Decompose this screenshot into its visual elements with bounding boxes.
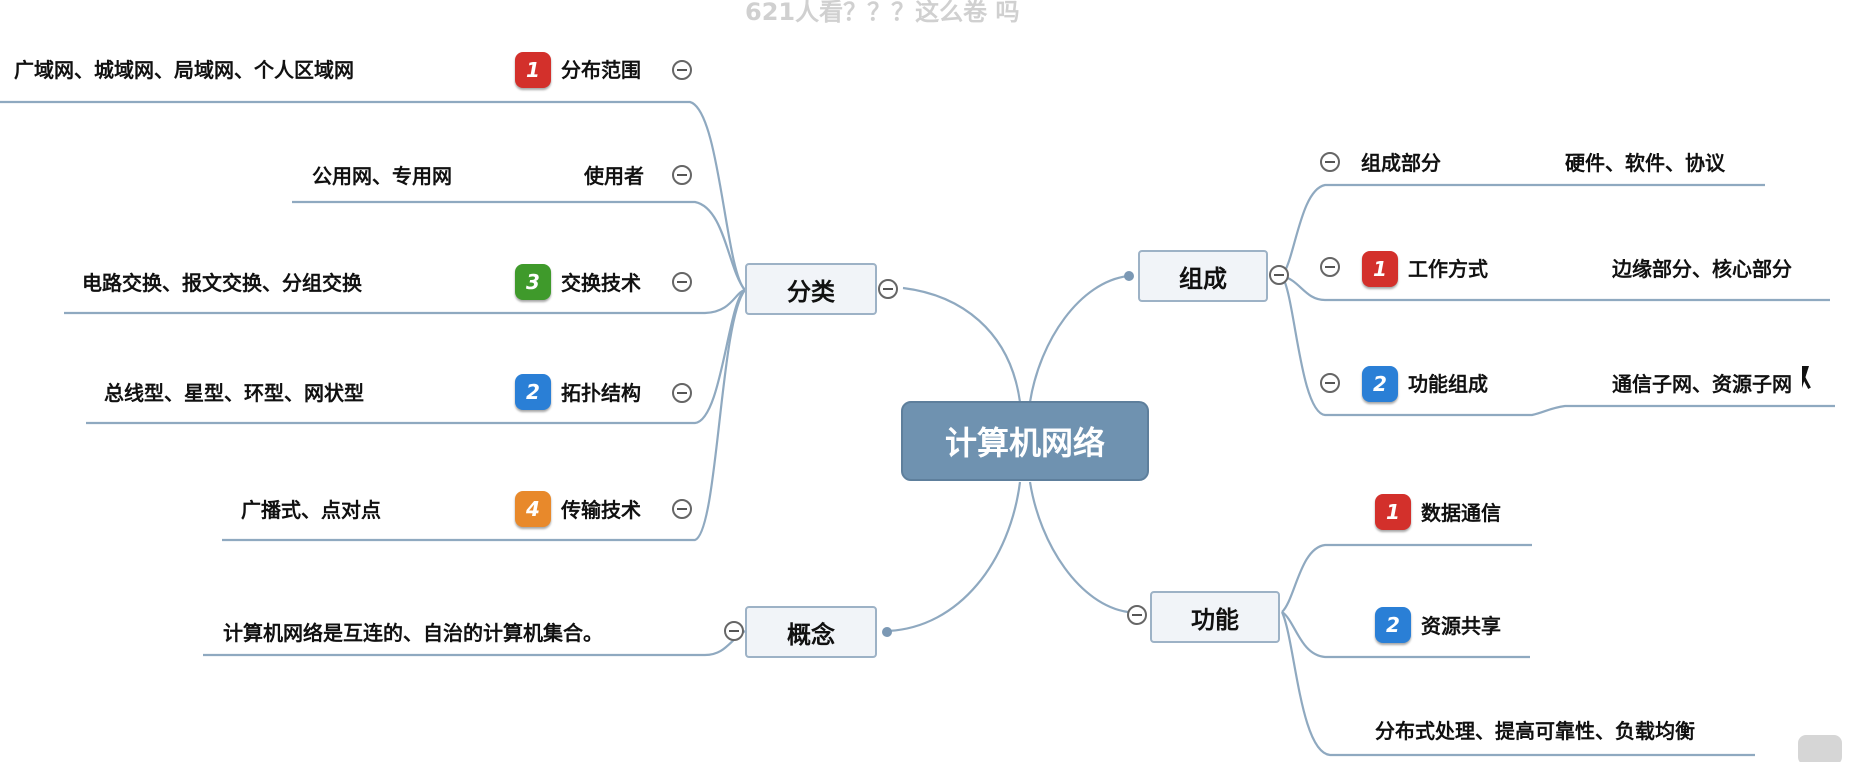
node-zucheng[interactable]: 组成 [1138,250,1268,302]
connector-fenlei-5 [222,289,746,542]
collapse-icon[interactable] [1320,373,1340,393]
collapse-icon[interactable] [1127,605,1147,625]
badge-red-icon: 1 [1362,251,1398,287]
connector-dot [1124,271,1134,281]
detail-zucheng-bufen: 硬件、软件、协议 [1565,151,1725,175]
node-fenbu-fanwei[interactable]: 分布范围 [561,58,641,82]
node-fenbushi-chuli[interactable]: 分布式处理、提高可靠性、负载均衡 [1375,719,1695,743]
connector-gongneng-3 [1281,611,1755,757]
watermark-text: 621人看？？？这么卷 吗 [745,0,1020,26]
player-overlay-icon [1798,735,1842,762]
connector-center-zucheng [1028,274,1129,403]
collapse-icon[interactable] [1269,265,1289,285]
mouse-cursor-icon [1802,366,1818,388]
badge-orange-icon: 4 [515,491,551,527]
badge-green-icon: 3 [515,264,551,300]
collapse-icon[interactable] [672,165,692,185]
badge-blue-icon: 2 [1362,366,1398,402]
connector-fenlei-1 [0,100,746,291]
node-zucheng-bufen[interactable]: 组成部分 [1361,151,1441,175]
badge-red-icon: 1 [1375,494,1411,530]
collapse-icon[interactable] [1320,257,1340,277]
collapse-icon[interactable] [672,60,692,80]
collapse-icon[interactable] [672,272,692,292]
connector-gongneng-2 [1281,611,1530,659]
detail-jiaohuan-jishu: 电路交换、报文交换、分组交换 [82,271,362,295]
connector-zucheng-3 [1281,275,1835,417]
detail-gongzuo-fangshi: 边缘部分、核心部分 [1612,257,1792,281]
detail-chuanshu-jishu: 广播式、点对点 [241,498,381,522]
node-jiaohuan-jishu[interactable]: 交换技术 [561,271,641,295]
badge-blue-icon: 2 [1375,607,1411,643]
detail-fenbu-fanwei: 广域网、城域网、局域网、个人区域网 [14,58,354,82]
center-node[interactable]: 计算机网络 [901,401,1149,481]
node-tuopu-jiegou[interactable]: 拓扑结构 [561,381,641,405]
node-chuanshu-jishu[interactable]: 传输技术 [561,498,641,522]
detail-tuopu-jiegou: 总线型、星型、环型、网状型 [104,381,364,405]
detail-shiyongzhe: 公用网、专用网 [312,164,452,188]
node-shiyongzhe[interactable]: 使用者 [584,164,644,188]
connector-dot [882,627,892,637]
node-gongneng-zucheng[interactable]: 功能组成 [1408,372,1488,396]
connector-center-fenlei [902,286,1022,403]
connector-gongneng-1 [1281,543,1532,613]
badge-blue-icon: 2 [515,374,551,410]
collapse-icon[interactable] [1320,152,1340,172]
collapse-icon[interactable] [672,383,692,403]
node-gongzuo-fangshi[interactable]: 工作方式 [1408,257,1488,281]
node-shuju-tongxin[interactable]: 数据通信 [1421,501,1501,525]
connector-center-gainian [886,481,1022,633]
connector-center-gongneng [1028,481,1129,614]
collapse-icon[interactable] [724,621,744,641]
node-ziyuan-gongxiang[interactable]: 资源共享 [1421,614,1501,638]
node-gongneng[interactable]: 功能 [1150,591,1280,643]
badge-red-icon: 1 [515,52,551,88]
collapse-icon[interactable] [878,279,898,299]
node-gainian[interactable]: 概念 [745,606,877,658]
detail-gongneng-zucheng: 通信子网、资源子网 [1612,372,1792,396]
collapse-icon[interactable] [672,499,692,519]
detail-gainian: 计算机网络是互连的、自治的计算机集合。 [223,621,603,645]
connector-fenlei-2 [292,200,746,291]
node-fenlei[interactable]: 分类 [745,263,877,315]
